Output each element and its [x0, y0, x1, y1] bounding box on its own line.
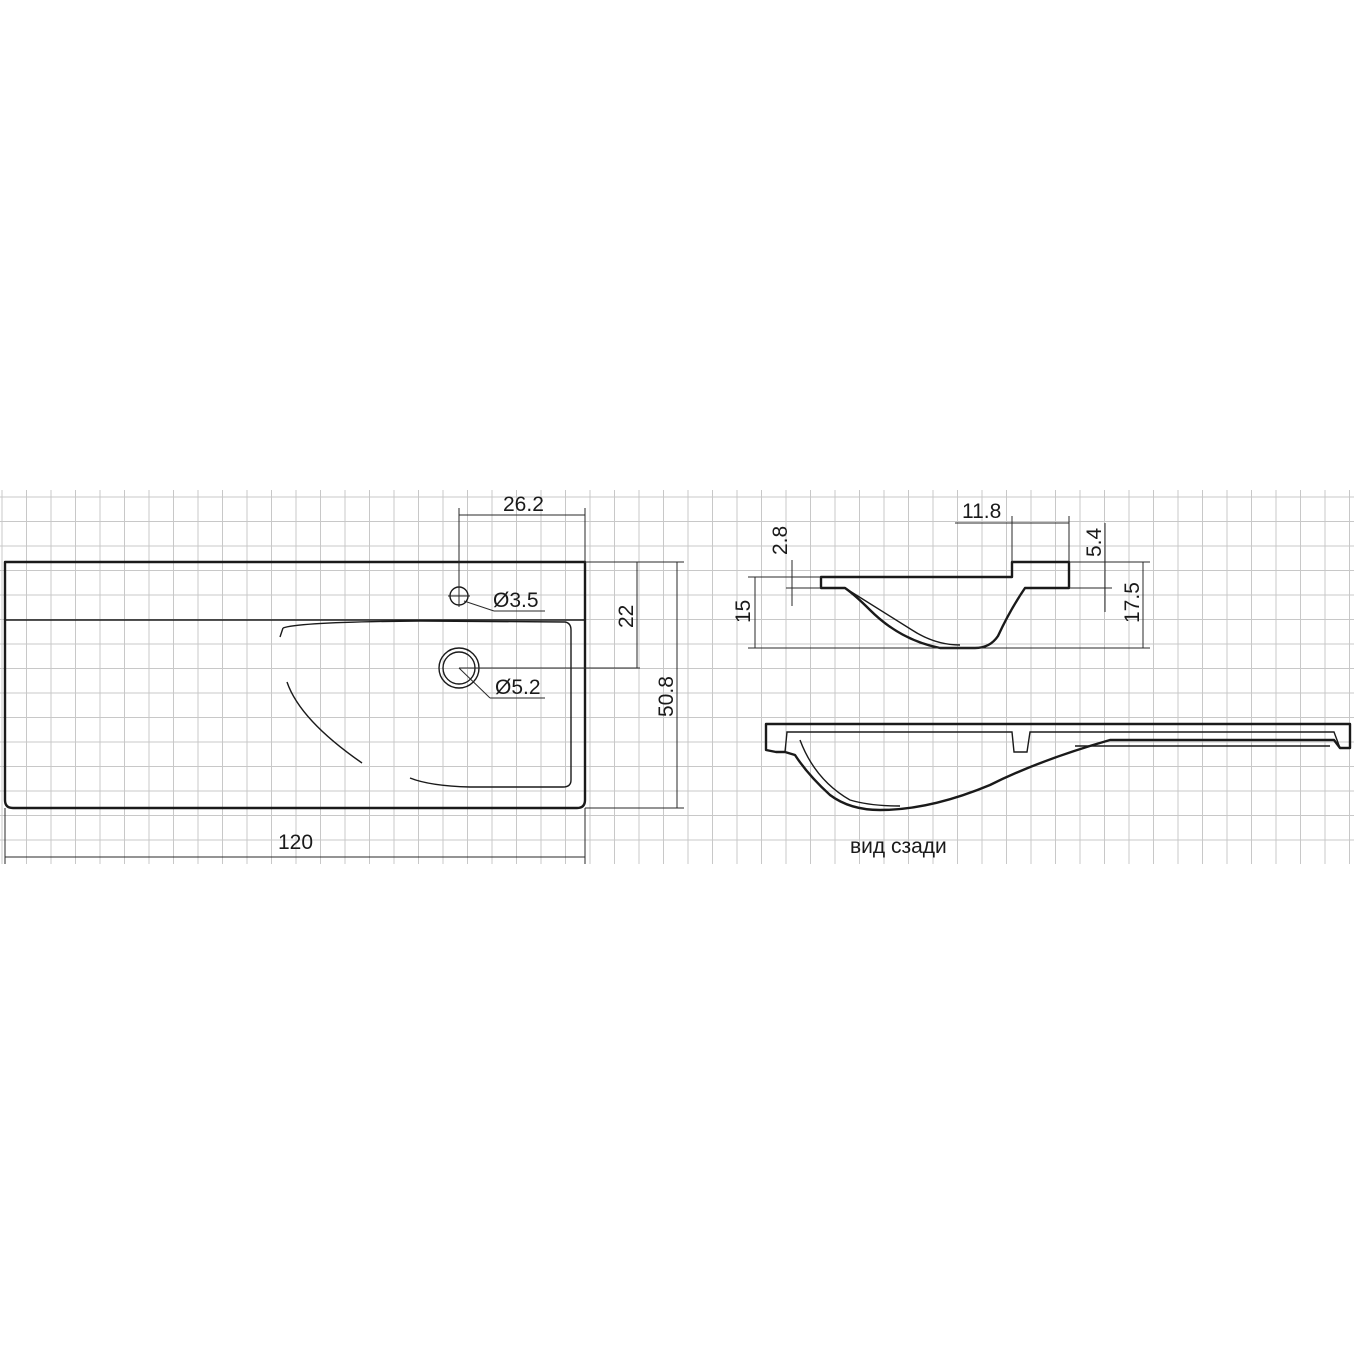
dim-basin-depth-label: 15 — [732, 600, 755, 623]
dim-tap-offset-label: 26.2 — [503, 493, 544, 516]
dim-overall-depth-label: 50.8 — [655, 676, 678, 717]
drain-diameter-label: Ø5.2 — [495, 676, 541, 699]
bowl-curve — [279, 627, 363, 764]
dim-total-height-label: 17.5 — [1121, 582, 1144, 623]
bowl-outline — [282, 620, 572, 788]
rear-inner-rim — [784, 731, 1341, 753]
leader-5-2 — [458, 667, 491, 699]
side-view: 2.8 15 11.8 5.4 17.5 — [732, 500, 1150, 650]
leader-3-5 — [463, 600, 495, 612]
tap-hole-diameter-label: Ø3.5 — [493, 589, 539, 612]
dim-drain-offset-label: 22 — [615, 605, 638, 628]
dim-ledge-width-label: 11.8 — [962, 500, 1001, 523]
side-profile — [819, 560, 1071, 650]
rear-outline — [764, 722, 1352, 812]
dim-overall-width-label: 120 — [278, 831, 313, 854]
side-inner-curve — [844, 587, 961, 646]
rear-bowl-curve — [799, 739, 901, 807]
rear-view: вид сзади — [764, 722, 1352, 858]
dim-rim-thickness-label: 2.8 — [769, 526, 792, 555]
top-view: 26.2 Ø3.5 Ø5.2 22 50.8 120 — [3, 493, 684, 864]
rear-view-caption: вид сзади — [850, 835, 947, 858]
washbasin-outline — [3, 560, 587, 810]
dim-ledge-height-label: 5.4 — [1083, 527, 1106, 557]
background-grid — [0, 490, 1354, 864]
